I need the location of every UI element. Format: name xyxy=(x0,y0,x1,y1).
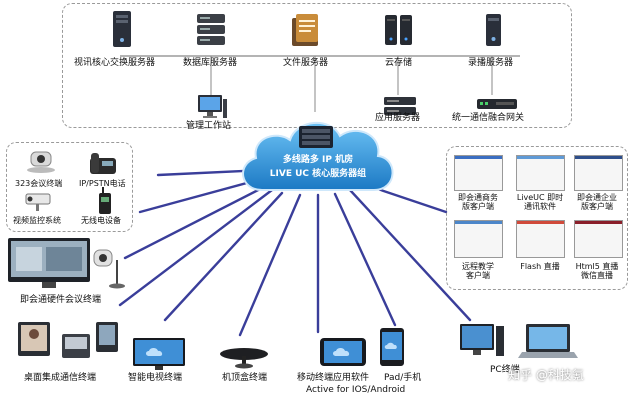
app-server-icon xyxy=(383,95,417,117)
terminal-label: 智能电视终端 xyxy=(128,373,183,383)
database-server-icon xyxy=(195,12,227,48)
client-label: LiveUC 即时 通讯软件 xyxy=(516,193,564,212)
gateway-icon xyxy=(476,97,518,111)
server-label: 文件服务器 xyxy=(283,58,329,68)
legacy-device-box xyxy=(6,142,133,232)
cloud-storage-icon xyxy=(382,12,416,48)
client-screenshot xyxy=(454,220,503,258)
client-label: Flash 直播 xyxy=(520,262,560,271)
client-screenshot xyxy=(574,155,623,191)
tablet-phone-icon xyxy=(378,326,408,368)
device-label: 视频监控系统 xyxy=(13,216,61,225)
watermark: 知乎 @科技氪 xyxy=(508,368,584,382)
device-label: IP/PSTN电话 xyxy=(79,179,126,188)
client-screenshot xyxy=(574,220,623,258)
cloud-title: 多线路多 IP 机房 xyxy=(282,155,354,165)
terminal-label: 桌面集成通信终端 xyxy=(24,373,97,383)
hardware-conference-terminal-icon xyxy=(6,236,132,292)
workstation-label: 管理工作站 xyxy=(186,121,232,131)
core-cloud-icon xyxy=(232,112,402,197)
server-label: 录播服务器 xyxy=(468,58,514,68)
client-label: 远程教学 客户端 xyxy=(462,262,494,281)
terminal-label: 移动终端应用软件 xyxy=(297,373,370,383)
ip-phone-icon xyxy=(88,150,118,176)
client-label: Html5 直播 微信直播 xyxy=(575,262,619,281)
cctv-camera-icon xyxy=(22,190,56,214)
radio-icon xyxy=(94,186,116,216)
server-label: 视讯核心交换服务器 xyxy=(74,58,156,68)
server-tower-icon xyxy=(109,10,135,48)
pc-laptop-icon xyxy=(456,318,586,364)
client-screenshot xyxy=(516,220,565,258)
client-label: 即会通商务 版客户端 xyxy=(458,193,498,212)
mobile-app-icon xyxy=(318,336,368,368)
recording-server-icon xyxy=(484,12,504,48)
file-server-icon xyxy=(288,12,324,48)
terminal-label: PC终端 xyxy=(490,365,520,375)
client-screenshot xyxy=(454,155,503,191)
conference-camera-icon xyxy=(24,148,58,174)
set-top-box-icon xyxy=(218,344,270,370)
terminal-label: Pad/手机 xyxy=(384,373,422,383)
platform-label: Active for IOS/Android xyxy=(306,385,406,395)
software-client-box xyxy=(446,146,628,290)
hardware-terminal-label: 即会通硬件会议终端 xyxy=(20,295,102,305)
terminal-label: 机顶盒终端 xyxy=(222,373,268,383)
smart-tv-icon xyxy=(131,336,187,372)
workstation-icon xyxy=(196,93,228,121)
server-label: 数据库服务器 xyxy=(183,58,238,68)
device-label: 323会议终端 xyxy=(15,179,63,188)
cloud-subtitle: LIVE UC 核心服务器组 xyxy=(269,169,367,179)
server-label: 云存储 xyxy=(385,58,413,68)
desktop-terminal-icon xyxy=(10,318,122,364)
device-label: 无线电设备 xyxy=(81,216,121,225)
app-server-label: 应用服务器 xyxy=(375,113,421,123)
client-label: 即会通企业 版客户端 xyxy=(577,193,617,212)
gateway-label: 统一通信融合网关 xyxy=(452,113,525,123)
client-screenshot xyxy=(516,155,565,191)
